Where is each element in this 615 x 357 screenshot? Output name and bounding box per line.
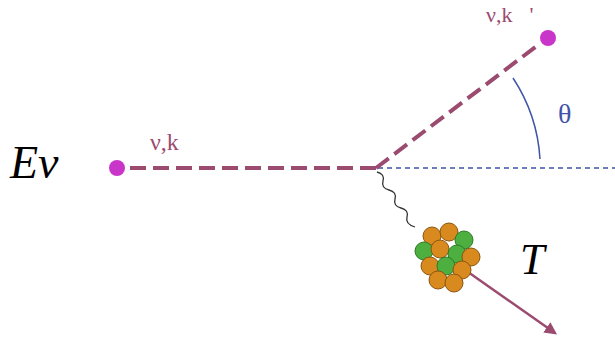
- nucleus: [415, 223, 480, 292]
- angle-label: θ: [558, 100, 571, 128]
- incoming-neutrino-line: [130, 166, 376, 170]
- neutrino-dot: [540, 30, 556, 46]
- incoming-momentum-label: ν,k⃗: [150, 130, 198, 154]
- outgoing-momentum-label: ν,k⃗': [486, 4, 534, 26]
- angle-arc: [513, 78, 540, 159]
- reference-line: [378, 167, 615, 169]
- recoil-energy-label: T: [520, 238, 544, 282]
- exchange-wavy-line: [377, 172, 415, 227]
- energy-label: Eν: [10, 140, 59, 186]
- neutrino-dot: [109, 160, 125, 176]
- outgoing-neutrino-line: [376, 45, 538, 168]
